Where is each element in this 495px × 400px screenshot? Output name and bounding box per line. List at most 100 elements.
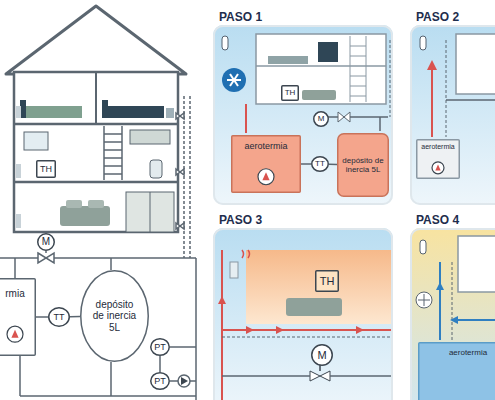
step-1-illustration	[222, 36, 228, 50]
buffer-tank: depósito de inercia 5L	[80, 270, 149, 362]
buffer-tank-shape	[81, 271, 149, 362]
step-1-illustration	[350, 96, 366, 97]
motor-circle-shape	[312, 345, 333, 366]
step-panel: aerotermiaPASO 2	[410, 25, 495, 205]
step-1-illustration	[318, 42, 338, 62]
node-label: PT	[154, 342, 166, 352]
pipe-connector	[301, 163, 311, 165]
step-3-illustration	[310, 371, 330, 381]
pipework	[176, 169, 184, 175]
buffer-tank: depósito de inercia 5L	[337, 133, 389, 197]
step-2-illustration	[446, 99, 495, 101]
thermostat-box: TH	[315, 270, 339, 292]
house-illustration	[14, 72, 178, 232]
step-heading: PASO 4	[416, 214, 459, 228]
house-illustration	[16, 164, 21, 178]
step-1-illustration	[390, 40, 391, 117]
heat-pump-box: aerotermia	[231, 135, 301, 193]
step-1-illustration	[256, 34, 386, 104]
pipe-connector	[159, 356, 161, 372]
pipework	[178, 375, 190, 387]
pressure-sensor-shape	[151, 339, 170, 356]
house-illustration	[102, 100, 108, 118]
node-label: depósito de inercia 5L	[90, 299, 140, 334]
step-3-illustration	[356, 326, 364, 334]
step-4-illustration	[450, 316, 458, 324]
pump-symbol	[262, 172, 269, 180]
pipe-connector	[36, 316, 48, 318]
temperature-sensor-shape	[49, 308, 70, 327]
step-panel: aerotermiaPASO 4	[410, 228, 495, 400]
step-1-illustration	[213, 25, 393, 205]
house-illustration	[104, 173, 122, 175]
house-illustration	[104, 133, 122, 135]
step-3-illustration	[276, 326, 284, 334]
pipework	[176, 113, 184, 119]
motor-circle: M	[37, 233, 55, 251]
step-3-illustration	[330, 375, 392, 377]
step-4-illustration	[424, 294, 425, 306]
pipe-connector	[70, 316, 80, 318]
step-3-illustration	[246, 250, 392, 324]
pump-symbol	[11, 330, 18, 338]
heat-pump-box-shape	[419, 343, 495, 400]
step-heading: PASO 1	[219, 11, 262, 25]
temperature-sensor: TT	[48, 307, 70, 327]
house-illustration	[26, 106, 82, 118]
pipework	[170, 380, 178, 382]
pipework	[20, 395, 196, 397]
pipework	[0, 257, 196, 259]
step-3-illustration	[286, 298, 342, 316]
pipework	[189, 96, 191, 258]
house-illustration	[6, 6, 186, 232]
step-1-illustration	[302, 90, 336, 100]
step-4-illustration	[436, 282, 444, 290]
thermostat-box: TH	[36, 160, 56, 178]
thermostat-box-shape	[316, 271, 339, 292]
step-3-illustration	[213, 228, 393, 400]
step-panel: THMaerotermiaTTdepósito de inercia 5LPAS…	[213, 25, 393, 205]
pipework	[110, 258, 112, 270]
step-4-illustration	[410, 228, 495, 400]
heat-pump-box: aerotermia	[416, 139, 460, 179]
motor-circle: M	[313, 111, 329, 127]
house-illustration	[126, 192, 174, 232]
pump-symbol	[432, 162, 444, 174]
pump-symbol	[7, 326, 23, 342]
node-label: TT	[315, 159, 325, 168]
buffer-tank-shape	[338, 134, 389, 197]
house-illustration	[150, 160, 162, 178]
step-1-illustration	[268, 56, 308, 64]
pipework	[170, 346, 196, 348]
step-1-illustration	[379, 117, 381, 131]
house-illustration	[95, 72, 97, 124]
step-2-illustration	[410, 25, 495, 205]
step-3-illustration	[213, 228, 393, 400]
step-2-illustration	[446, 40, 447, 137]
pipework	[176, 223, 184, 229]
house-illustration	[66, 200, 82, 208]
node-label: TH	[285, 88, 296, 97]
heat-pump-box: aerotermia	[418, 342, 495, 400]
node-label: M	[317, 349, 326, 362]
step-1-illustration	[245, 104, 247, 133]
motor-circle-shape	[314, 112, 329, 127]
step-3-illustration	[222, 337, 392, 338]
step-4-illustration	[439, 262, 441, 340]
house-illustration	[150, 192, 151, 232]
step-2-illustration	[431, 70, 433, 137]
step-4-illustration	[458, 236, 495, 292]
step-3-illustration	[230, 262, 238, 278]
thermostat-box-shape	[282, 86, 299, 101]
house-illustration	[130, 130, 170, 144]
step-2-illustration	[427, 60, 437, 70]
house-illustration	[104, 165, 122, 167]
step-1-illustration	[338, 112, 350, 122]
step-3-illustration	[218, 296, 226, 304]
house-illustration	[104, 141, 122, 143]
house-illustration	[24, 132, 48, 150]
pressure-sensor-shape	[151, 373, 170, 390]
house-illustration	[16, 214, 21, 228]
temperature-sensor: TT	[311, 156, 329, 172]
